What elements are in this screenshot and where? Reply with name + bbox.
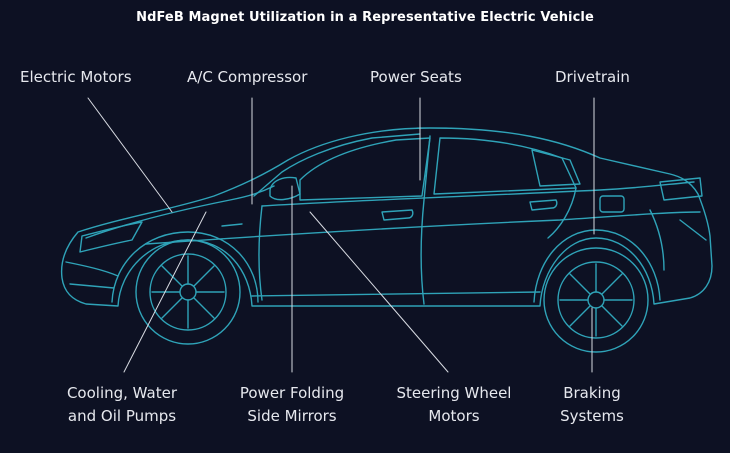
front-spokes (151, 255, 225, 329)
car-fender-mark (221, 223, 243, 227)
rear-wheel-arch (533, 229, 661, 303)
leader-electric-motors (87, 97, 173, 213)
car-front-window (299, 137, 431, 201)
car-rear-lines (649, 209, 707, 271)
label-braking: Braking Systems (544, 382, 640, 428)
diagram-title: NdFeB Magnet Utilization in a Representa… (136, 10, 594, 25)
car-rear-door-handle (529, 199, 558, 211)
label-power-seats: Power Seats (370, 68, 462, 86)
car-hood-line (85, 185, 275, 239)
car-front-door-handle (381, 209, 414, 221)
front-wheel-arch (111, 231, 259, 303)
car-front-bumper (65, 261, 119, 289)
car-windshield (253, 133, 421, 197)
label-electric-motors: Electric Motors (20, 68, 132, 86)
label-steering-line1: Steering Wheel (396, 384, 512, 402)
car-character-line (145, 211, 701, 245)
leader-steering-wheel (309, 211, 449, 373)
front-tire (135, 239, 241, 345)
car-side-mirror (269, 176, 301, 201)
front-rim (149, 253, 227, 331)
label-steering-wheel: Steering Wheel Motors (384, 382, 524, 428)
label-drivetrain: Drivetrain (555, 68, 630, 86)
label-braking-line2: Systems (560, 407, 624, 425)
car-b-pillar (420, 135, 431, 305)
car-rocker (251, 291, 541, 297)
label-mirrors-line2: Side Mirrors (247, 407, 337, 425)
car-taillight (659, 177, 703, 201)
label-ac-compressor: A/C Compressor (187, 68, 308, 86)
car-beltline (261, 181, 695, 207)
label-mirrors-line1: Power Folding (239, 384, 345, 402)
label-side-mirrors: Power Folding Side Mirrors (226, 382, 358, 428)
label-cooling-line2: and Oil Pumps (67, 407, 177, 425)
leader-cooling-pumps (123, 211, 207, 373)
rear-tire (543, 247, 649, 353)
label-braking-line1: Braking (563, 384, 621, 402)
label-steering-line2: Motors (428, 407, 480, 425)
label-cooling-pumps: Cooling, Water and Oil Pumps (54, 382, 190, 428)
car-rear-window (433, 137, 577, 195)
car-rear-door (547, 187, 577, 239)
rear-spokes (559, 263, 633, 337)
label-cooling-line1: Cooling, Water (66, 384, 178, 402)
car-body-outline (60, 127, 713, 307)
car-fuel-door (599, 195, 625, 213)
rear-rim (557, 261, 635, 339)
car-headlight (79, 221, 143, 253)
car-quarter-window (531, 149, 581, 187)
car-front-door (258, 205, 263, 301)
